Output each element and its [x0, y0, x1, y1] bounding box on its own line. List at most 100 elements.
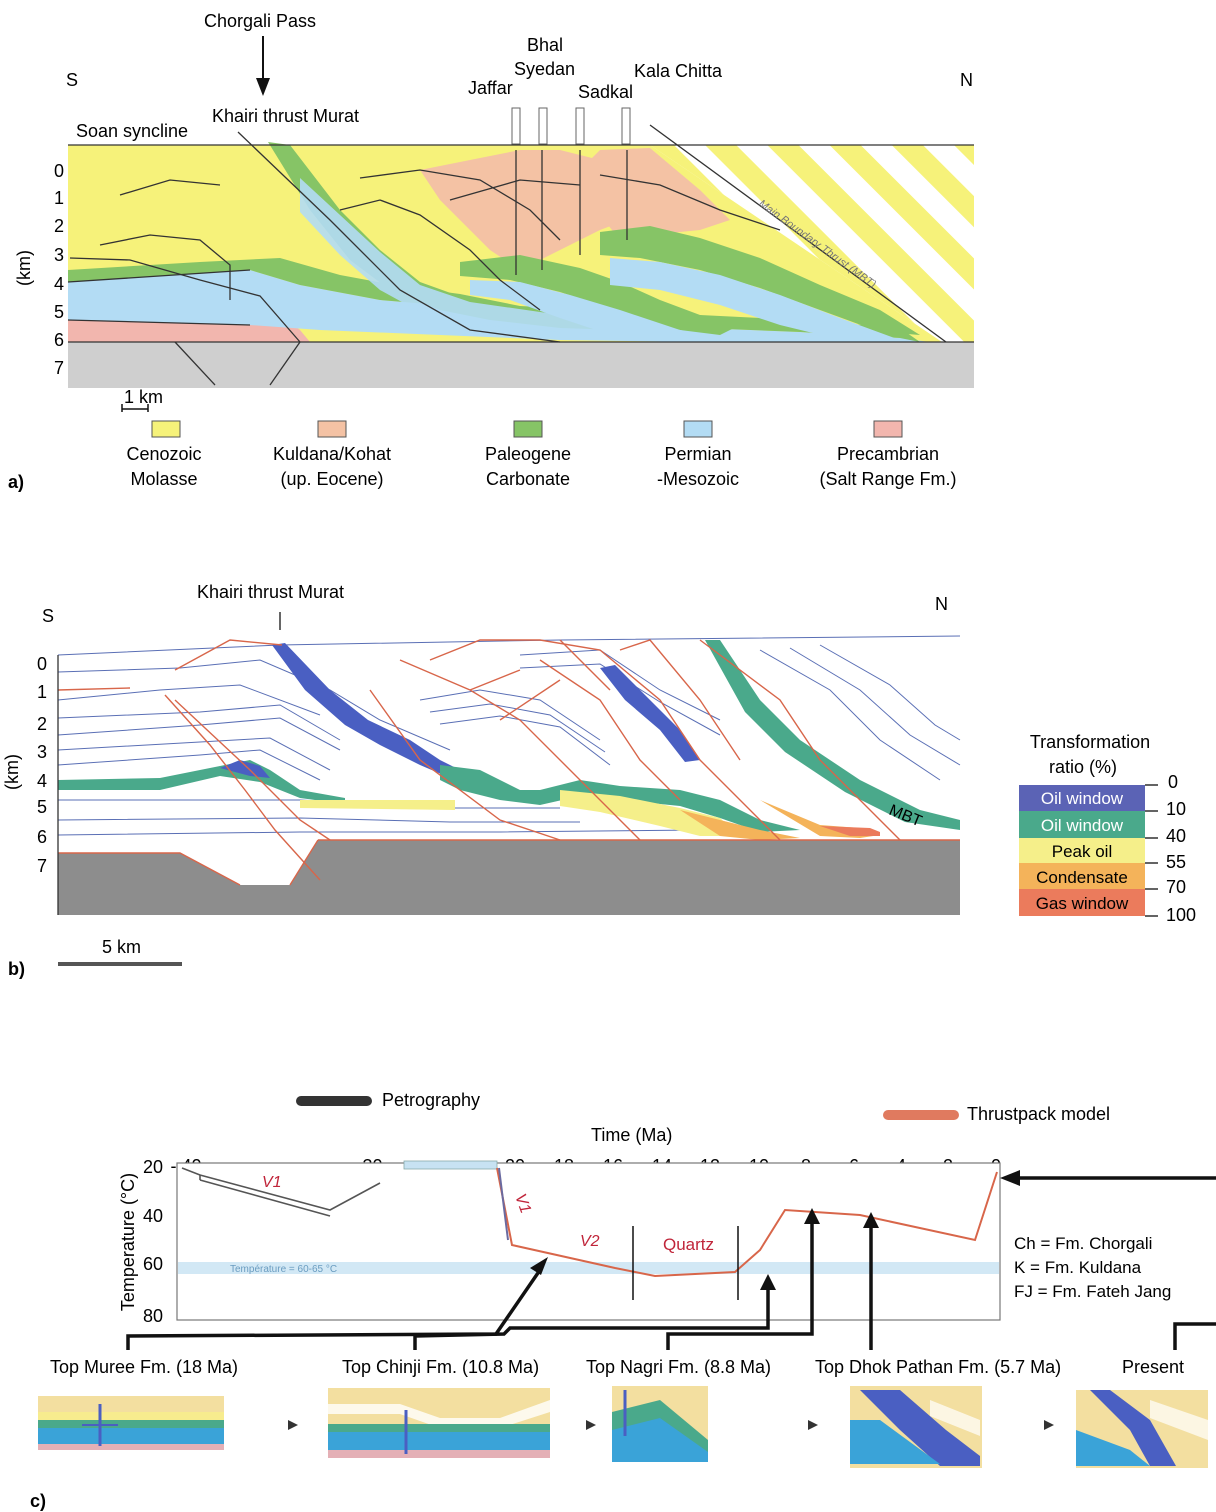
well-bhal: Bhal: [527, 35, 563, 55]
svg-text:Paleogene: Paleogene: [485, 444, 571, 464]
svg-text:40: 40: [143, 1206, 163, 1226]
svg-text:40: 40: [1166, 826, 1186, 846]
svg-text:(Salt Range Fm.): (Salt Range Fm.): [819, 469, 956, 489]
svg-text:Top Nagri Fm. (8.8 Ma): Top Nagri Fm. (8.8 Ma): [586, 1357, 771, 1377]
svg-text:100: 100: [1166, 905, 1196, 925]
stage-thumbnail-5: [1076, 1390, 1208, 1468]
panel-a-scale: 1 km: [121, 387, 163, 412]
svg-text:Top Chinji Fm. (10.8 Ma): Top Chinji Fm. (10.8 Ma): [342, 1357, 539, 1377]
legend-condensate: [1019, 863, 1145, 889]
well-sadkal: Sadkal: [578, 82, 633, 102]
temperature-axis-label: Temperature (°C): [118, 1173, 138, 1311]
svg-text:55: 55: [1166, 852, 1186, 872]
temperature-band: [178, 1262, 999, 1274]
svg-text:5 km: 5 km: [102, 937, 141, 957]
svg-text:Top Muree Fm. (18 Ma): Top Muree Fm. (18 Ma): [50, 1357, 238, 1377]
thrustpack-label: Thrustpack model: [967, 1104, 1110, 1124]
svg-text:70: 70: [1166, 877, 1186, 897]
legend-oil-window-2: [1019, 811, 1145, 838]
soan-label: Soan syncline: [76, 121, 188, 141]
legend-swatch-kuldana: [317, 420, 347, 438]
svg-text:Ch = Fm. Chorgali: Ch = Fm. Chorgali: [1014, 1234, 1152, 1253]
svg-text:2: 2: [54, 216, 64, 236]
svg-text:5: 5: [54, 302, 64, 322]
chorgali-arrow: [256, 36, 270, 96]
stage-thumbnail-2: [328, 1388, 550, 1458]
thrustpack-path: [496, 1167, 998, 1278]
legend-swatch-molasse: [151, 420, 181, 438]
svg-text:10: 10: [1166, 799, 1186, 819]
legend-swatch-carbonate: [513, 420, 543, 438]
svg-text:Carbonate: Carbonate: [486, 469, 570, 489]
khairi-label-b: Khairi thrust Murat: [197, 582, 344, 602]
svg-text:6: 6: [37, 827, 47, 847]
svg-text:Cenozoic: Cenozoic: [126, 444, 201, 464]
svg-text:(up. Eocene): (up. Eocene): [280, 469, 383, 489]
svg-text:Molasse: Molasse: [130, 469, 197, 489]
svg-text:3: 3: [37, 742, 47, 762]
legend-oil-window-1: [1019, 785, 1145, 811]
thrustpack-swatch: [883, 1110, 959, 1120]
petrography-path: [181, 1167, 381, 1217]
panel-a-label: a): [8, 472, 24, 492]
svg-text:7: 7: [54, 358, 64, 378]
legend-swatch-permian: [683, 420, 713, 438]
well-symbols: [511, 107, 631, 145]
legend-gas-window: [1019, 889, 1145, 916]
stage-thumbnail-3: [612, 1386, 708, 1462]
panel-b-legend: Transformation ratio (%) Oil window Oil …: [1019, 732, 1196, 925]
svg-text:80: 80: [143, 1306, 163, 1326]
panel-b: S N Khairi thrust Murat (km) 0 1 2 3 4 5…: [2, 582, 1196, 979]
svg-text:Température = 60-65 °C: Température = 60-65 °C: [230, 1264, 337, 1275]
panel-b-label: b): [8, 959, 25, 979]
svg-text:ratio (%): ratio (%): [1049, 757, 1117, 777]
svg-text:6: 6: [54, 330, 64, 350]
stage-arrows: [288, 1420, 1054, 1430]
temperature-plot: [176, 1162, 1001, 1321]
petrography-swatch: [296, 1096, 372, 1106]
svg-text:3: 3: [54, 245, 64, 265]
well-jaffar: Jaffar: [468, 78, 513, 98]
well-kala-chitta: Kala Chitta: [634, 61, 723, 81]
svg-text:0: 0: [37, 654, 47, 674]
time-axis-label: Time (Ma): [591, 1125, 672, 1145]
svg-text:V1: V1: [511, 1192, 534, 1216]
svg-text:0: 0: [1168, 772, 1178, 792]
svg-text:Condensate: Condensate: [1036, 868, 1128, 887]
svg-text:Present: Present: [1122, 1357, 1184, 1377]
panel-a-depth-unit: (km): [14, 250, 34, 286]
chorgali-pass-label: Chorgali Pass: [204, 11, 316, 31]
petrography-label: Petrography: [382, 1090, 480, 1110]
panel-b-north: N: [935, 594, 948, 614]
panel-a-south: S: [66, 70, 78, 90]
legend-swatch-precambrian: [873, 420, 903, 438]
svg-text:Gas window: Gas window: [1036, 894, 1129, 913]
svg-text:2: 2: [37, 714, 47, 734]
panel-b-depth-unit: (km): [2, 754, 22, 790]
stage-thumbnail-1: [38, 1396, 224, 1450]
svg-text:V2: V2: [580, 1233, 600, 1250]
panel-b-depth-ticks: 0 1 2 3 4 5 6 7: [37, 654, 47, 876]
panel-b-scale: 5 km: [58, 937, 182, 966]
abbreviations: Ch = Fm. Chorgali K = Fm. Kuldana FJ = F…: [1014, 1234, 1171, 1301]
svg-text:60: 60: [143, 1254, 163, 1274]
svg-text:4: 4: [54, 274, 64, 294]
svg-text:4: 4: [37, 771, 47, 791]
svg-text:1 km: 1 km: [124, 387, 163, 407]
cross-section-a: Main Boundary Thrust (MBT): [67, 124, 974, 388]
stage-thumbnail-4: [850, 1386, 982, 1468]
svg-text:0: 0: [54, 161, 64, 181]
cross-section-b: [57, 635, 961, 915]
svg-text:Precambrian: Precambrian: [837, 444, 939, 464]
svg-text:Top Dhok Pathan Fm. (5.7 Ma): Top Dhok Pathan Fm. (5.7 Ma): [815, 1357, 1061, 1377]
panel-c-label: c): [30, 1491, 46, 1511]
panel-c: Petrography Thrustpack model Time (Ma) -…: [30, 1090, 1216, 1511]
svg-text:20: 20: [143, 1157, 163, 1177]
svg-text:-Mesozoic: -Mesozoic: [657, 469, 739, 489]
svg-text:1: 1: [37, 682, 47, 702]
svg-text:Transformation: Transformation: [1030, 732, 1150, 752]
arrowheads: [530, 1170, 1020, 1290]
svg-text:K = Fm. Kuldana: K = Fm. Kuldana: [1014, 1258, 1142, 1277]
legend-peak-oil: [1019, 838, 1145, 863]
